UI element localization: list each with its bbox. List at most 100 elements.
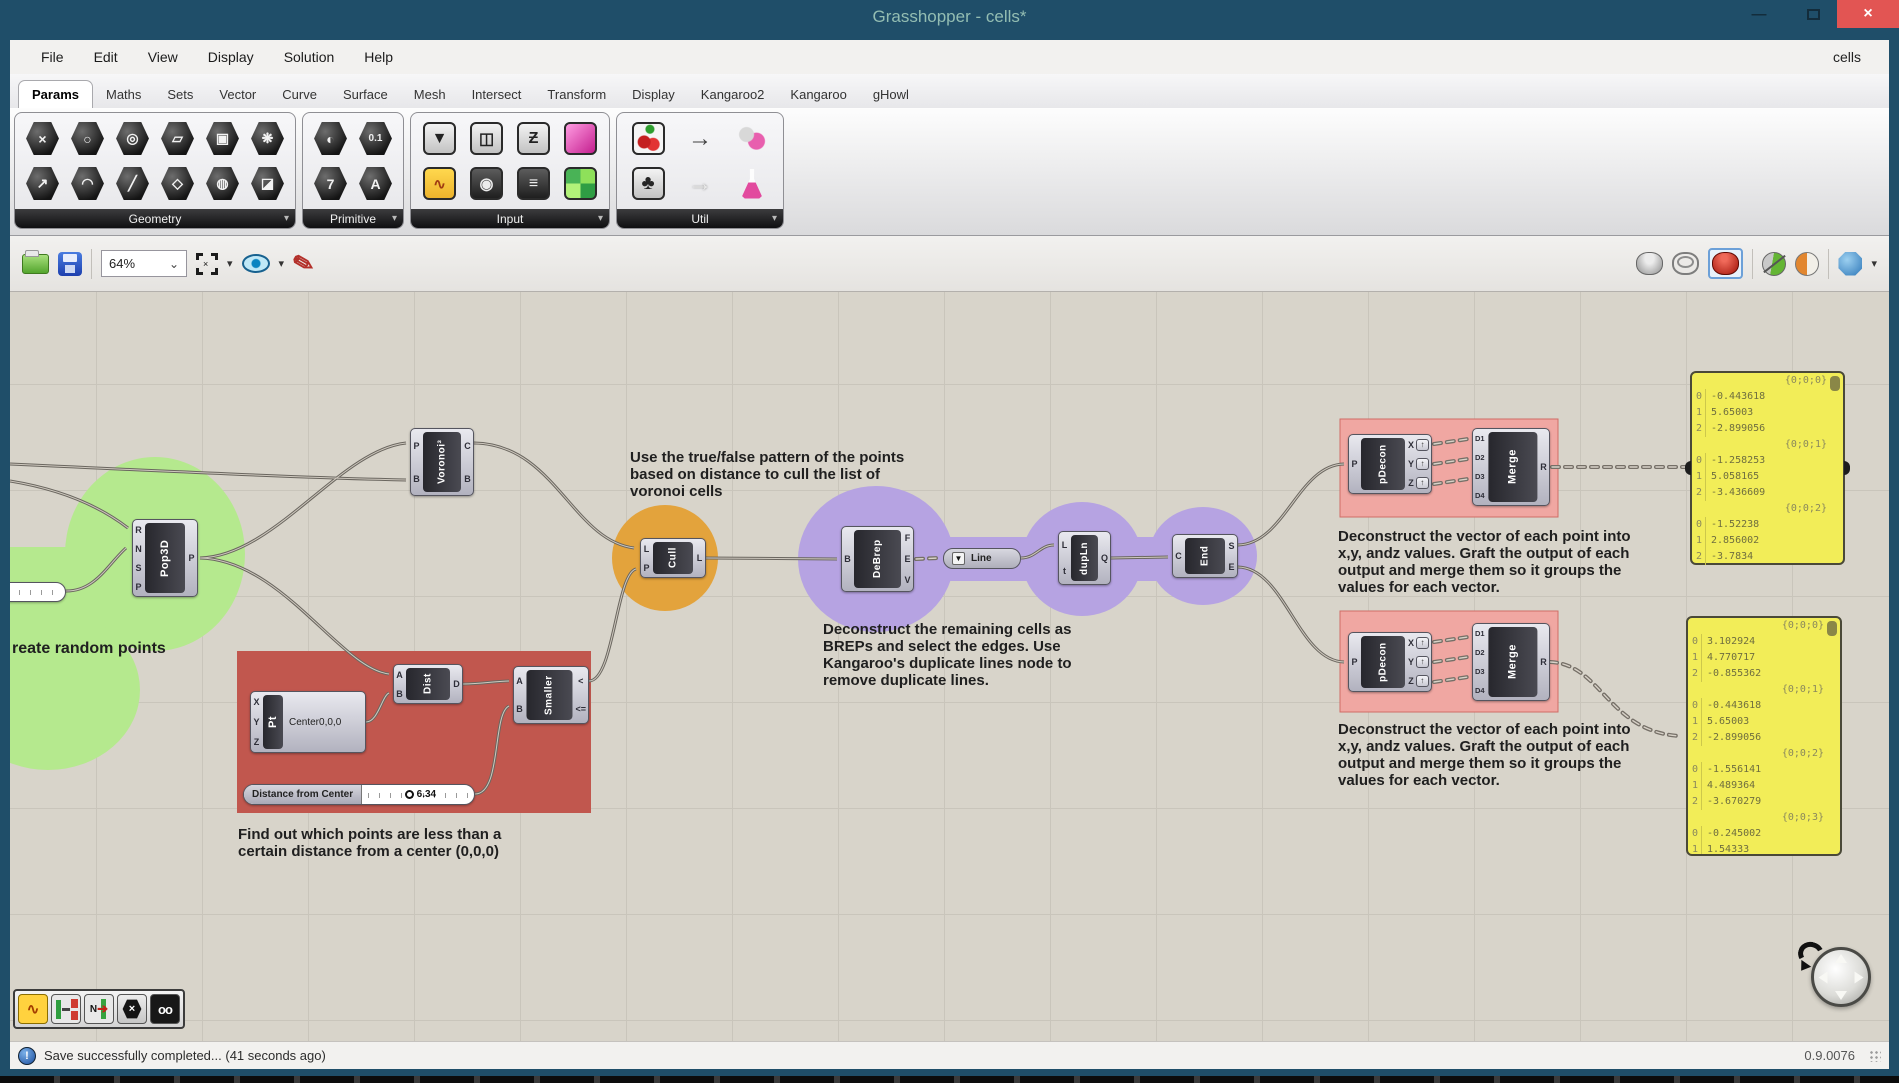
panel-grip[interactable]	[1830, 376, 1840, 391]
knob-icon[interactable]: ◉	[470, 167, 503, 200]
port-out[interactable]: C	[464, 441, 471, 451]
preview-caret-icon[interactable]: ▾	[279, 257, 285, 270]
tab-params[interactable]: Params	[18, 80, 93, 108]
tab[interactable]: Display	[619, 81, 688, 108]
port-in[interactable]: D1	[1475, 434, 1485, 443]
zoom-dropdown[interactable]: 64% ⌄	[101, 250, 187, 277]
port-out[interactable]: B	[464, 474, 471, 484]
tab[interactable]: Surface	[330, 81, 401, 108]
preview-shaded-icon[interactable]	[1712, 252, 1739, 275]
port-out[interactable]: X	[1408, 440, 1414, 450]
node-pop3d[interactable]: R N S P Pop3D P	[132, 519, 198, 597]
nav-down-icon[interactable]	[1835, 991, 1847, 1000]
port-out[interactable]: V	[904, 575, 910, 585]
data-panel-1[interactable]: {0;0;0} 0-0.44361815.650032-2.899056 {0;…	[1690, 371, 1845, 565]
data-dam-icon[interactable]: →	[688, 170, 712, 198]
graft-icon[interactable]: ↑	[1416, 439, 1429, 451]
number-icon[interactable]: 0.1	[358, 121, 393, 156]
group-label-util[interactable]: Util▾	[617, 209, 783, 228]
graft-icon[interactable]: ↑	[1416, 637, 1429, 649]
node-smaller[interactable]: A B Smaller < <=	[513, 666, 589, 724]
expand-icon[interactable]: ▾	[598, 213, 603, 224]
port-in[interactable]: R	[135, 525, 142, 535]
menu-item[interactable]: File	[26, 45, 79, 69]
port-in[interactable]: D3	[1475, 472, 1485, 481]
sketch-pen-icon[interactable]: ✎	[290, 246, 318, 280]
node-cull[interactable]: L P Cull L	[640, 538, 706, 578]
value-list-icon[interactable]: ≡	[517, 167, 550, 200]
port-in[interactable]: Z	[254, 737, 260, 747]
node-pdecon-2[interactable]: P pDecon X↑ Y↑ Z↑	[1348, 632, 1432, 692]
canvas[interactable]: R N S P Pop3D P P B Voronoi³ C B	[10, 292, 1889, 1041]
save-file-icon[interactable]	[58, 252, 82, 276]
port-in[interactable]: Y	[253, 717, 259, 727]
tab[interactable]: Kangaroo	[777, 81, 859, 108]
n-input-icon[interactable]: N➔	[84, 994, 114, 1024]
panel-input-nub[interactable]	[1685, 461, 1691, 475]
data-recorder-icon[interactable]: →	[688, 125, 712, 153]
port-in[interactable]: A	[516, 676, 523, 686]
tab[interactable]: Intersect	[459, 81, 535, 108]
tab[interactable]: Transform	[534, 81, 619, 108]
close-button[interactable]: ×	[1837, 0, 1899, 28]
circle-icon[interactable]: ○	[70, 121, 105, 156]
tab[interactable]: Sets	[154, 81, 206, 108]
port-in[interactable]: X	[253, 697, 259, 707]
node-line-param[interactable]: ▼ Line	[943, 548, 1021, 569]
nav-up-icon[interactable]	[1835, 954, 1847, 963]
panel-input-nub[interactable]	[1686, 729, 1687, 743]
titlebar[interactable]: Grasshopper - cells* — ×	[0, 0, 1899, 34]
port-out[interactable]: R	[1540, 462, 1547, 472]
port-out[interactable]: Y	[1408, 459, 1414, 469]
panel-grip[interactable]	[1827, 621, 1837, 636]
graft-icon[interactable]: ↑	[1416, 656, 1429, 668]
sketch-icon[interactable]: ∿	[18, 994, 48, 1024]
goggles-icon[interactable]: oo	[150, 994, 180, 1024]
port-out[interactable]: Z	[1408, 478, 1414, 488]
resize-grip[interactable]	[1869, 1050, 1881, 1062]
port-in[interactable]: D2	[1475, 648, 1485, 657]
toggle-icon[interactable]: ◫	[470, 122, 503, 155]
port-out[interactable]: <=	[575, 704, 586, 714]
tab[interactable]: gHowl	[860, 81, 922, 108]
graft-icon[interactable]: ↑	[1416, 675, 1429, 687]
port-in[interactable]: B	[516, 704, 523, 714]
cluster-icon[interactable]	[51, 994, 81, 1024]
plane-icon[interactable]: ▱	[160, 121, 195, 156]
port-out[interactable]: D	[453, 679, 460, 689]
graft-icon[interactable]: ↑	[1416, 477, 1429, 489]
canvas-navigation-ball[interactable]	[1811, 947, 1871, 1007]
preview-shaded-selected[interactable]	[1708, 248, 1743, 279]
node-merge-1[interactable]: D1 D2 D3 D4 Merge R	[1472, 428, 1550, 506]
tree-icon[interactable]: ♣	[632, 167, 665, 200]
port-out[interactable]: L	[697, 553, 703, 563]
port-in[interactable]: P	[135, 582, 141, 592]
boolean-icon[interactable]: ◐	[313, 121, 348, 156]
menu-item[interactable]: Solution	[269, 45, 350, 69]
group-label-input[interactable]: Input▾	[411, 209, 609, 228]
tab[interactable]: Curve	[269, 81, 330, 108]
number-slider-icon[interactable]: ∿	[423, 167, 456, 200]
port-in[interactable]: D1	[1475, 629, 1485, 638]
expand-icon[interactable]: ▾	[284, 213, 289, 224]
expand-icon[interactable]: ▾	[392, 213, 397, 224]
edge-slider[interactable]	[10, 582, 66, 602]
nav-right-icon[interactable]	[1855, 972, 1864, 984]
port-in[interactable]: C	[1175, 551, 1182, 561]
port-in[interactable]: D4	[1475, 491, 1485, 500]
port-in[interactable]: D4	[1475, 686, 1485, 695]
node-dupln[interactable]: L t dupLn Q	[1058, 531, 1111, 585]
expand-icon[interactable]: ▾	[772, 213, 777, 224]
vector-icon[interactable]: ↗	[25, 166, 60, 201]
port-in[interactable]: D2	[1475, 453, 1485, 462]
graph-mapper-icon[interactable]: Ƶ	[517, 122, 550, 155]
pipe-icon[interactable]: ◍	[205, 166, 240, 201]
port-in[interactable]: A	[396, 670, 403, 680]
flask-icon[interactable]	[739, 169, 765, 199]
node-end-points[interactable]: C End S E	[1172, 534, 1238, 578]
surface-icon[interactable]: ◪	[250, 166, 285, 201]
zoom-extents-caret-icon[interactable]: ▾	[227, 257, 233, 270]
port-in[interactable]: N	[135, 544, 142, 554]
port-in[interactable]: P	[1351, 657, 1357, 667]
import-icon[interactable]: ▼	[423, 122, 456, 155]
